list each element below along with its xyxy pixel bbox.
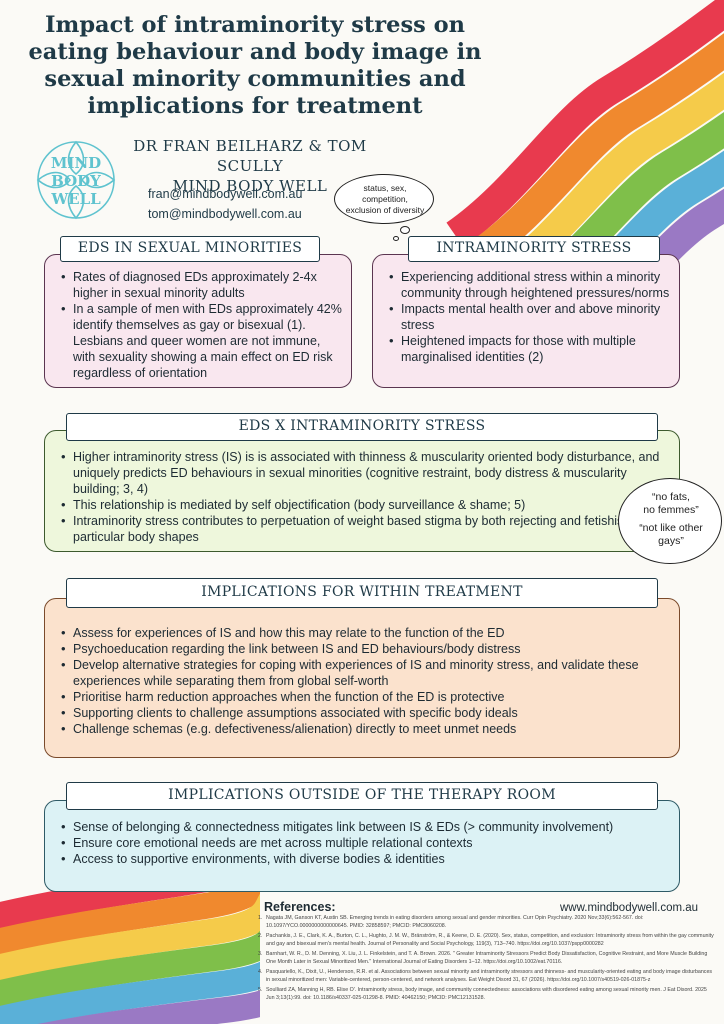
- author-names: DR FRAN BEILHARZ & TOM SCULLY: [133, 137, 367, 175]
- list-item: Sense of belonging & connectedness mitig…: [59, 819, 669, 835]
- list-item: This relationship is mediated by self ob…: [59, 497, 669, 513]
- list-item: Heightened impacts for those with multip…: [387, 333, 671, 365]
- eds-x-intraminority-list: Higher intraminority stress (IS) is is a…: [59, 449, 669, 545]
- thought-bubble-text: status, sex, competition, exclusion of d…: [335, 183, 435, 216]
- thought-line-2: competition,: [362, 194, 408, 204]
- list-item: Assess for experiences of IS and how thi…: [59, 625, 669, 641]
- list-item: Psychoeducation regarding the link betwe…: [59, 641, 669, 657]
- email-tom[interactable]: tom@mindbodywell.com.au: [148, 207, 302, 221]
- reference-text: Soulliard ZA, Manning H, RB. Elise O'. I…: [266, 987, 707, 1001]
- reference-text: Pasquariello, K., Dixit, U., Henderson, …: [266, 969, 713, 983]
- email-fran[interactable]: fran@mindbodywell.com.au: [148, 187, 303, 201]
- reference-text: Barnhart, W. R., D. M. Denning, X. Liu, …: [266, 951, 708, 965]
- intraminority-stress-heading: INTRAMINORITY STRESS: [408, 236, 660, 262]
- speech-line-4: gays”: [658, 535, 684, 547]
- reference-text: Pachankis, J. E., Clark, K. A., Burton, …: [266, 933, 714, 947]
- eds-sexual-minorities-panel: Rates of diagnosed EDs approximately 2-4…: [44, 254, 352, 388]
- reference-item: 3.Barnhart, W. R., D. M. Denning, X. Liu…: [258, 951, 708, 965]
- organisation-name: MIND BODY WELL: [172, 177, 328, 195]
- lotus-emblem-icon: [36, 140, 116, 220]
- mind-body-well-logo: MIND BODY WELL: [32, 136, 120, 224]
- outside-therapy-heading: IMPLICATIONS OUTSIDE OF THE THERAPY ROOM: [66, 782, 658, 810]
- eds-x-intraminority-heading: EDS X INTRAMINORITY STRESS: [66, 413, 658, 441]
- eds-x-intraminority-panel: Higher intraminority stress (IS) is is a…: [44, 430, 680, 552]
- list-item: Impacts mental health over and above min…: [387, 301, 671, 333]
- list-item: Experiencing additional stress within a …: [387, 269, 671, 301]
- logo-word-mind: MIND: [50, 154, 102, 172]
- list-item: Challenge schemas (e.g. defectiveness/al…: [59, 721, 669, 737]
- outside-therapy-panel: Sense of belonging & connectedness mitig…: [44, 800, 680, 892]
- reference-text: Nagata JM, Ganson KT, Austin SB. Emergin…: [266, 915, 644, 929]
- reference-item: 5.Soulliard ZA, Manning H, RB. Elise O'.…: [258, 987, 707, 1001]
- reference-item: 4.Pasquariello, K., Dixit, U., Henderson…: [258, 969, 713, 983]
- list-item: Develop alternative strategies for copin…: [59, 657, 669, 689]
- speech-line-1: “no fats,: [652, 491, 690, 503]
- within-treatment-list: Assess for experiences of IS and how thi…: [59, 625, 669, 737]
- logo-word-well: WELL: [51, 190, 101, 208]
- list-item: In a sample of men with EDs approximatel…: [59, 301, 343, 381]
- contact-emails: fran@mindbodywell.com.au tom@mindbodywel…: [148, 184, 328, 224]
- list-item: Rates of diagnosed EDs approximately 2-4…: [59, 269, 343, 301]
- list-item: Prioritise harm reduction approaches whe…: [59, 689, 669, 705]
- speech-line-3: “not like other: [639, 522, 703, 534]
- poster-title: Impact of intraminority stress on eating…: [28, 12, 482, 119]
- within-treatment-heading: IMPLICATIONS FOR WITHIN TREATMENT: [66, 578, 658, 608]
- reference-item: 2.Pachankis, J. E., Clark, K. A., Burton…: [258, 933, 714, 947]
- outside-therapy-list: Sense of belonging & connectedness mitig…: [59, 819, 669, 867]
- list-item: Higher intraminority stress (IS) is is a…: [59, 449, 669, 497]
- thought-line-3: exclusion of diversity: [345, 205, 425, 215]
- thought-line-1: status, sex,: [363, 183, 407, 193]
- list-item: Supporting clients to challenge assumpti…: [59, 705, 669, 721]
- speech-line-2: no femmes”: [643, 504, 699, 516]
- list-item: Ensure core emotional needs are met acro…: [59, 835, 669, 851]
- logo-word-body: BODY: [51, 172, 101, 190]
- thought-bubble-dot: [400, 226, 410, 234]
- intraminority-stress-panel: Experiencing additional stress within a …: [372, 254, 680, 388]
- eds-sexual-minorities-list: Rates of diagnosed EDs approximately 2-4…: [59, 269, 343, 381]
- eds-sexual-minorities-heading: EDS IN SEXUAL MINORITIES: [60, 236, 320, 262]
- within-treatment-panel: Assess for experiences of IS and how thi…: [44, 598, 680, 758]
- references-list: 1.Nagata JM, Ganson KT, Austin SB. Emerg…: [258, 914, 716, 1004]
- website-link[interactable]: www.mindbodywell.com.au: [560, 902, 699, 914]
- intraminority-stress-list: Experiencing additional stress within a …: [387, 269, 671, 365]
- list-item: Access to supportive environments, with …: [59, 851, 669, 867]
- speech-bubble: “no fats, no femmes” “not like other gay…: [618, 478, 722, 564]
- references-heading: References:: [264, 900, 336, 914]
- list-item: Intraminority stress contributes to perp…: [59, 513, 669, 545]
- reference-item: 1.Nagata JM, Ganson KT, Austin SB. Emerg…: [258, 915, 644, 929]
- thought-bubble: status, sex, competition, exclusion of d…: [334, 174, 434, 224]
- thought-bubble-dot: [393, 236, 399, 241]
- authors-block: DR FRAN BEILHARZ & TOM SCULLY MIND BODY …: [100, 136, 400, 196]
